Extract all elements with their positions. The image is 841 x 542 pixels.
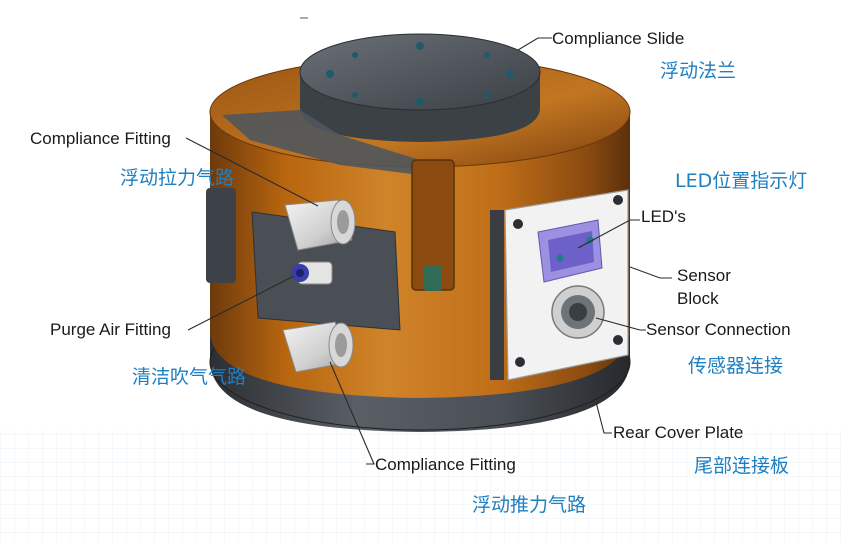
leader-compliance-fitting-bottom [329, 361, 375, 465]
compliance-fitting-top-shape [284, 199, 356, 251]
label-sensor-connection: Sensor Connection [646, 320, 791, 339]
sensor-block-shape [504, 189, 629, 381]
label-compliance-fitting-bottom: Compliance Fitting [375, 455, 516, 474]
cn-floating-flange: 浮动法兰 [660, 60, 737, 82]
leader-compliance-slide [517, 37, 552, 51]
slot-fitting [424, 265, 442, 291]
slide-bolt-holes [326, 42, 514, 106]
leader-rear-cover [595, 401, 612, 434]
purge-air-fitting-shape [291, 261, 333, 285]
background-grid [0, 430, 841, 542]
cn-purge-air: 清洁吹气气路 [132, 366, 247, 388]
leader-leds [577, 219, 640, 249]
led-window-shape [537, 219, 603, 283]
sensor-block-screws [513, 195, 623, 367]
cn-led-indicator: LED位置指示灯 [675, 170, 808, 192]
label-rear-cover-plate: Rear Cover Plate [613, 423, 744, 442]
left-side-panel [206, 188, 236, 283]
right-side-band [490, 210, 504, 380]
cn-sensor-connection: 传感器连接 [688, 355, 784, 377]
top-left-plate [222, 110, 420, 175]
label-sensor-block-line2: Block [677, 289, 719, 308]
compliance-fitting-bottom-shape [282, 321, 354, 373]
cn-rear-cover: 尾部连接板 [694, 455, 790, 477]
leader-compliance-fitting-top [185, 137, 319, 207]
cn-floating-pull-air: 浮动拉力气路 [120, 167, 235, 189]
leader-purge-air [187, 275, 295, 331]
label-sensor-block-line1: Sensor [677, 266, 731, 285]
leader-sensor-connection [595, 317, 646, 331]
label-leds: LED's [641, 207, 686, 226]
compliance-slide-top [299, 33, 541, 111]
label-compliance-slide: Compliance Slide [552, 29, 685, 48]
leader-sensor-block [629, 266, 672, 279]
sensor-connector-shape [551, 285, 605, 339]
label-purge-air-fitting: Purge Air Fitting [50, 320, 171, 339]
label-compliance-fitting-top: Compliance Fitting [30, 129, 171, 148]
cn-floating-push-air: 浮动推力气路 [472, 494, 587, 516]
